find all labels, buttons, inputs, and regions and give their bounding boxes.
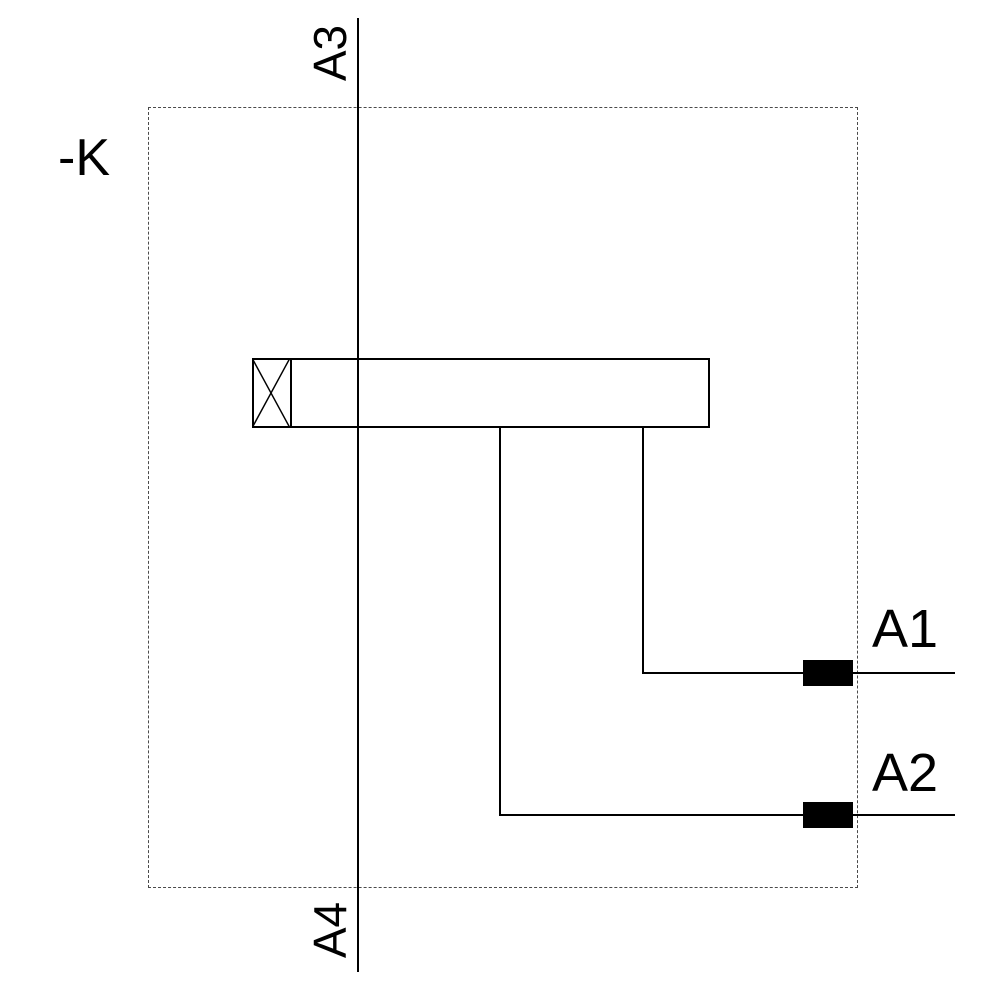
component-boundary-box <box>148 107 858 888</box>
terminal-label-a2: A2 <box>872 743 939 803</box>
cross-icon <box>252 358 290 428</box>
terminal-pad-a2 <box>803 802 853 828</box>
conductor-a2-horizontal <box>500 814 955 816</box>
coil-body <box>252 358 710 428</box>
coil-cross-box <box>252 358 292 428</box>
conductor-a3-a4 <box>357 18 359 972</box>
terminal-pad-a1 <box>803 660 853 686</box>
terminal-label-a4: A4 <box>304 901 356 959</box>
conductor-a1-horizontal <box>643 672 955 674</box>
conductor-coil-to-a2 <box>499 428 501 816</box>
terminal-label-a3: A3 <box>304 24 356 82</box>
conductor-coil-to-a1 <box>642 428 644 674</box>
device-label: -K <box>58 129 110 187</box>
terminal-label-a1: A1 <box>872 599 939 659</box>
